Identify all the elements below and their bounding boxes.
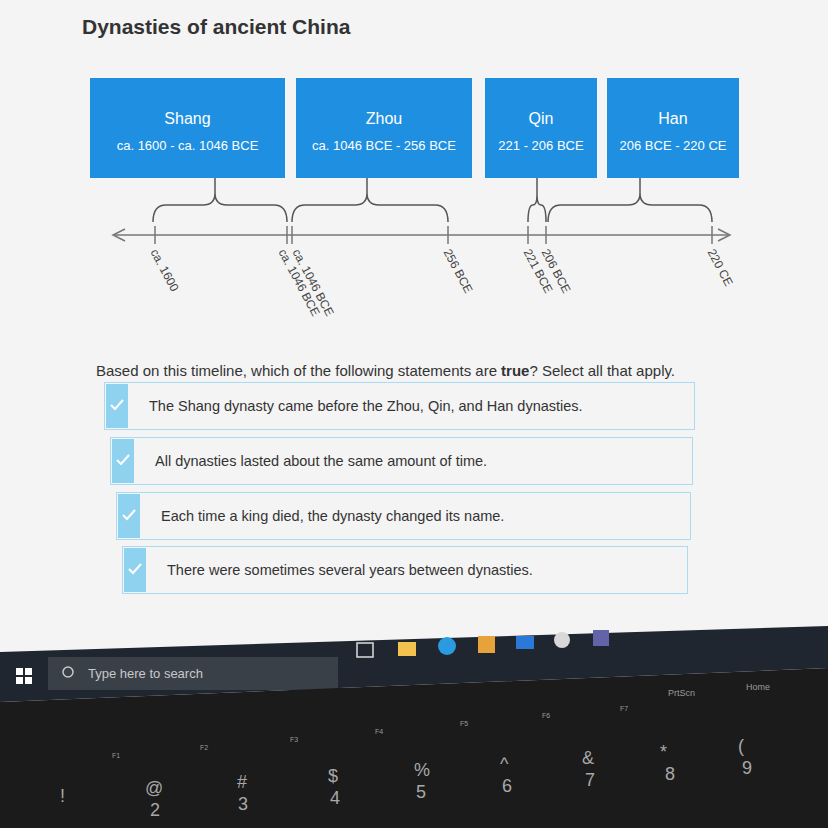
store-icon — [478, 636, 495, 653]
key-label: 4 — [330, 788, 340, 809]
axis-label: 256 BCE — [441, 247, 474, 295]
keyboard — [0, 668, 828, 828]
key-label: @ — [145, 778, 163, 799]
globe-icon — [554, 632, 570, 648]
answer-option: All dynasties lasted about the same amou… — [110, 437, 693, 485]
dynasty-dates: 221 - 206 BCE — [498, 138, 583, 153]
check-mark — [111, 400, 123, 409]
key-label: & — [582, 748, 594, 769]
key-label: PrtScn — [668, 688, 695, 698]
key-label: # — [237, 772, 247, 793]
dynasty-box: Shang ca. 1600 - ca. 1046 BCE — [90, 78, 285, 178]
search-box — [48, 657, 338, 690]
dynasty-dates: ca. 1600 - ca. 1046 BCE — [117, 138, 259, 153]
key-label: 9 — [742, 758, 752, 779]
screen-ground — [0, 0, 828, 705]
task-view-icon — [357, 643, 373, 657]
answer-option: Each time a king died, the dynasty chang… — [116, 492, 691, 540]
question-emphasis: true — [501, 362, 529, 379]
folder-icon — [398, 642, 416, 656]
key-label: 7 — [585, 770, 595, 791]
dynasty-dates: ca. 1046 BCE - 256 BCE — [312, 138, 456, 153]
answer-option: The Shang dynasty came before the Zhou, … — [104, 382, 695, 430]
axis-ticks — [155, 226, 712, 244]
check-mark — [117, 455, 129, 464]
key-label: F1 — [112, 752, 120, 759]
axis-arrow-right — [718, 229, 730, 241]
key-label: ^ — [500, 754, 508, 775]
option-text: All dynasties lasted about the same amou… — [155, 453, 487, 469]
key-label: ! — [60, 786, 65, 807]
axis-label: ca. 1600 — [148, 247, 180, 293]
key-label: F2 — [200, 744, 208, 751]
zhou-bracket — [292, 178, 448, 222]
dynasty-name: Shang — [164, 110, 210, 128]
dynasty-box: Han 206 BCE - 220 CE — [607, 78, 740, 178]
question: Based on this timeline, which of the fol… — [96, 362, 675, 379]
question-text: Based on this timeline, which of the fol… — [96, 362, 497, 379]
teams-icon — [593, 630, 609, 646]
dynasty-name: Zhou — [366, 110, 402, 128]
page-title: Dynasties of ancient China — [82, 15, 350, 39]
timeline-axis — [113, 226, 730, 244]
axis-arrow-left — [113, 229, 125, 241]
key-label: * — [660, 742, 667, 763]
key-label: Home — [746, 682, 770, 692]
dynasty-box: Qin 221 - 206 BCE — [485, 78, 596, 178]
key-label: 2 — [150, 800, 160, 821]
option-checks — [106, 384, 146, 592]
key-label: % — [414, 760, 430, 781]
key-label: 8 — [665, 764, 675, 785]
brackets — [153, 178, 712, 222]
key-label: F7 — [620, 705, 628, 712]
option-text: The Shang dynasty came before the Zhou, … — [149, 398, 583, 414]
logo-pane — [25, 677, 32, 684]
key-label: F3 — [290, 736, 298, 743]
check-strip — [106, 384, 128, 428]
check-strip — [112, 439, 134, 483]
key-label: 3 — [238, 794, 248, 815]
check-mark — [123, 510, 135, 519]
dynasty-name: Han — [658, 110, 687, 128]
han-bracket — [548, 178, 712, 222]
check-strip — [118, 494, 140, 538]
search-icon — [63, 667, 73, 677]
qin-bracket — [528, 178, 546, 222]
logo-pane — [16, 668, 23, 675]
check-strip — [124, 548, 146, 592]
key-label: 5 — [416, 782, 426, 803]
dynasty-dates: 206 BCE - 220 CE — [620, 138, 727, 153]
key-label: F6 — [542, 712, 550, 719]
key-label: 6 — [502, 776, 512, 797]
shang-bracket — [153, 178, 287, 222]
axis-line — [115, 234, 728, 236]
key-label: ( — [738, 736, 744, 757]
search-placeholder: Type here to search — [88, 666, 203, 681]
logo-pane — [16, 677, 23, 684]
option-text: There were sometimes several years betwe… — [167, 562, 533, 578]
check-mark — [129, 564, 141, 573]
key-label: F4 — [375, 728, 383, 735]
edge-icon — [438, 637, 456, 655]
windows-logo — [16, 668, 32, 684]
dynasty-name: Qin — [529, 110, 554, 128]
logo-pane — [25, 668, 32, 675]
question-text: ? Select all that apply. — [529, 362, 675, 379]
key-label: $ — [328, 766, 338, 787]
mail-icon — [516, 636, 534, 649]
dynasty-box: Zhou ca. 1046 BCE - 256 BCE — [296, 78, 472, 178]
taskbar-icons — [357, 630, 609, 657]
option-text: Each time a king died, the dynasty chang… — [161, 508, 504, 524]
answer-option: There were sometimes several years betwe… — [122, 546, 688, 594]
axis-label: 220 CE — [705, 247, 734, 288]
key-label: F5 — [460, 720, 468, 727]
